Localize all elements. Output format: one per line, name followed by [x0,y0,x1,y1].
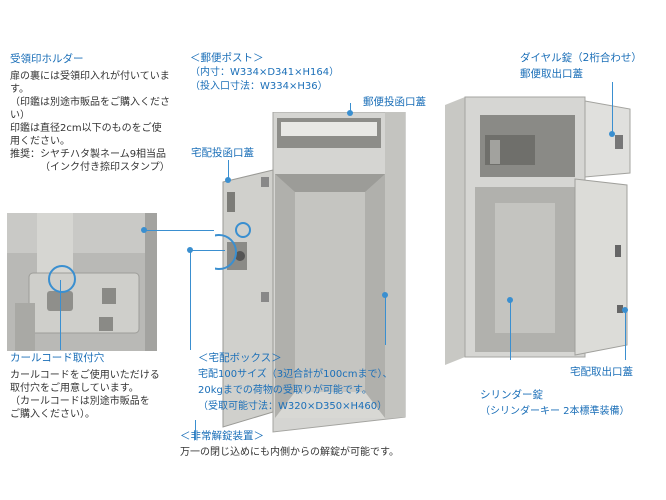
mail-post-dim: （投入口寸法：W334×H36） [190,81,328,92]
cylinder-lock-title: シリンダー錠 [480,389,543,401]
emergency-title: ＜非常解錠装置＞ [180,430,264,442]
mail-post-dim: （内寸：W334×D341×H164） [190,67,340,78]
stamp-holder-line: （印鑑は別途市販品をご購入くださ [10,97,170,108]
delivery-box-line: 宅配100サイズ（3辺合計が100cmまで）、 [198,369,393,380]
pointer-dot [382,292,388,298]
cord-hole-line: カールコードをご使用いただける [10,370,160,381]
stamp-holder-line: 推奨：シヤチハタ製ネーム9相当品 [10,149,167,160]
cord-hole-line: 取付穴をご用意しています。 [10,383,139,394]
stamp-holder-line: す。 [10,84,29,95]
delivery-box-title: ＜宅配ボックス＞ [198,352,282,364]
cord-hole-title: カールコード取付穴 [10,352,105,364]
delivery-box-line: （受取可能寸法：W320×D350×H460） [198,401,388,412]
cylinder-lock-sub: （シリンダーキー 2本標準装備） [480,406,630,417]
emergency-line: 万一の閉じ込めにも内側からの解錠が可能です。 [180,447,399,458]
cord-hole-line: ご購入ください）。 [10,409,95,420]
mail-post-title: ＜郵便ポスト＞ [190,52,264,64]
pointer-dot [187,247,193,253]
stamp-holder-line: い） [10,110,30,121]
stamp-holder-line: （インク付き捺印スタンプ） [40,162,170,173]
pointer-dot [347,110,353,116]
dial-lock-sub: 郵便取出口蓋 [520,68,583,80]
mail-slot-lid-label: 郵便投函口蓋 [363,96,426,108]
pointer-dot [609,131,615,137]
mailbox-front-photo [215,112,406,433]
delivery-box-line: 20kgまでの荷物の受取りが可能です。 [198,385,372,396]
cord-hole-closeup-photo [7,213,157,351]
dial-lock-title: ダイヤル錠（2桁合わせ） [520,52,642,64]
delivery-slot-lid-label: 宅配投函口蓋 [191,147,254,159]
delivery-outlet-lid-label: 宅配取出口蓋 [570,366,633,378]
stamp-holder-line: 扉の裏には受領印入れが付いていま [10,71,170,82]
pointer-dot [507,297,513,303]
cord-hole-line: （カールコードは別途市販品を [10,396,150,407]
stamp-holder-title: 受領印ホルダー [10,53,84,65]
pointer-dot [141,227,147,233]
pointer-dot [225,177,231,183]
stamp-holder-line: 用ください。 [10,136,70,147]
pointer-dot [622,307,628,313]
stamp-holder-line: 印鑑は直径2cm以下のものをご使 [10,123,162,134]
mailbox-back-photo [445,96,631,365]
